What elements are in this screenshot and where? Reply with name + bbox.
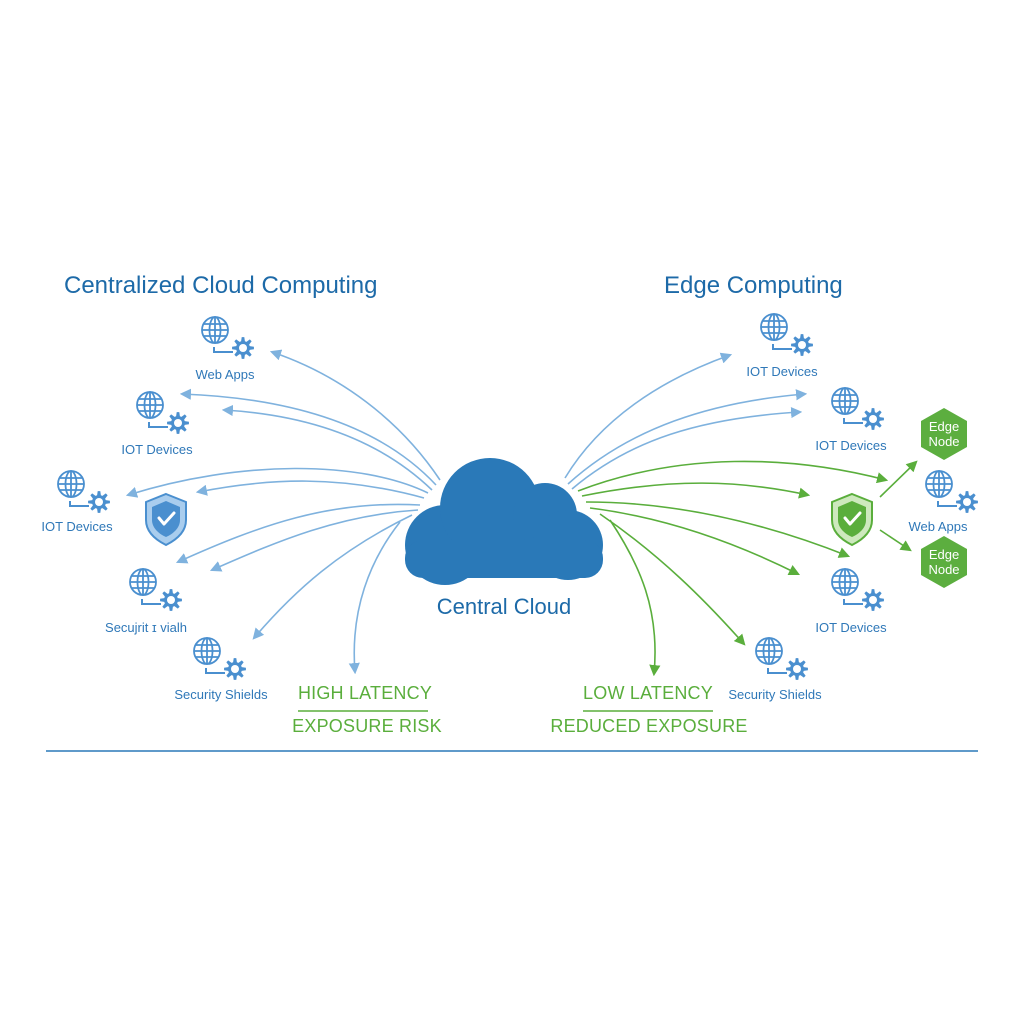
arrow-to-right-mid-a	[585, 501, 851, 558]
gear-icon	[862, 408, 884, 430]
right-node-label: Security Shields	[728, 687, 822, 702]
shield-check-icon	[145, 492, 187, 547]
arrow-to-right-security	[599, 513, 746, 646]
left-node-label: IOT Devices	[121, 442, 193, 457]
right-panel-title: Edge Computing	[664, 272, 843, 299]
globe-icon	[193, 637, 221, 665]
arrow-to-right-mid-b	[589, 507, 801, 576]
edge-node-label: Edge Node	[928, 547, 960, 577]
gear-icon	[862, 589, 884, 611]
left-node-label: Security Shields	[174, 687, 268, 702]
shield-to-edge-node-bottom	[879, 529, 912, 552]
arrow-to-iot-upper-b	[221, 404, 433, 491]
arrow-to-security-a	[175, 503, 421, 564]
high-latency-label: HIGH LATENCY	[297, 683, 433, 703]
globe-icon	[831, 568, 859, 596]
device-icon-group	[760, 313, 813, 356]
arrow-to-right-shield	[581, 482, 811, 499]
hexagon-icon	[921, 408, 967, 460]
left-arrows	[125, 349, 441, 675]
device-icon-group	[925, 470, 978, 513]
globe-icon	[201, 316, 229, 344]
globe-icon	[831, 387, 859, 415]
arrow-to-shield	[195, 480, 425, 499]
arrow-to-right-iot-upper-a	[567, 389, 808, 485]
right-arrows-green	[577, 460, 918, 677]
right-node-label: IOT Devices	[746, 364, 818, 379]
reduced-exposure-label: REDUCED EXPOSURE	[550, 716, 748, 736]
globe-icon	[136, 391, 164, 419]
exposure-risk-label: EXPOSURE RISK	[292, 716, 442, 736]
shield-to-edge-node-top	[879, 460, 918, 498]
arrow-to-edge-node-a	[577, 460, 889, 492]
arrow-to-web-apps	[269, 349, 441, 481]
arrow-to-iot-upper-a	[179, 388, 437, 486]
right-node-label: IOT Devices	[815, 620, 887, 635]
cloud-icon	[405, 458, 603, 585]
right-arrows-blue	[564, 352, 808, 490]
device-icon-group	[193, 637, 246, 680]
left-node-label: Web Apps	[195, 367, 255, 382]
arrow-to-security-b	[209, 509, 419, 572]
gear-icon	[956, 491, 978, 513]
right-node-icons	[755, 313, 978, 680]
globe-icon	[925, 470, 953, 498]
left-panel-title: Centralized Cloud Computing	[64, 272, 378, 299]
arrow-to-low-latency	[609, 519, 661, 677]
left-node-label: Secujrit ɪ vialh	[105, 620, 187, 635]
device-icon-group	[831, 568, 884, 611]
arrow-to-high-latency	[348, 521, 401, 675]
left-node-label: IOT Devices	[41, 519, 113, 534]
gear-icon	[224, 658, 246, 680]
right-node-label: Web Apps	[908, 519, 968, 534]
device-icon-group	[831, 387, 884, 430]
arrow-to-right-iot-top	[564, 352, 733, 479]
gear-icon	[232, 337, 254, 359]
device-icon-group	[201, 316, 254, 359]
globe-icon	[57, 470, 85, 498]
left-node-icons	[57, 316, 254, 680]
shield-check-icon	[831, 492, 873, 547]
gear-icon	[791, 334, 813, 356]
low-latency-label: LOW LATENCY	[583, 683, 713, 703]
gear-icon	[88, 491, 110, 513]
device-icon-group	[129, 568, 182, 611]
gear-icon	[167, 412, 189, 434]
hexagon-icon	[921, 536, 967, 588]
arrow-to-right-iot-upper-b	[571, 406, 803, 490]
arrow-to-security-shields	[252, 514, 413, 640]
arrow-to-iot-mid	[125, 467, 429, 498]
central-cloud-label: Central Cloud	[436, 594, 572, 619]
globe-icon	[755, 637, 783, 665]
device-icon-group	[57, 470, 110, 513]
right-node-label: IOT Devices	[815, 438, 887, 453]
device-icon-group	[755, 637, 808, 680]
device-icon-group	[136, 391, 189, 434]
edge-node-label: Edge Node	[928, 419, 960, 449]
gear-icon	[160, 589, 182, 611]
gear-icon	[786, 658, 808, 680]
globe-icon	[129, 568, 157, 596]
globe-icon	[760, 313, 788, 341]
